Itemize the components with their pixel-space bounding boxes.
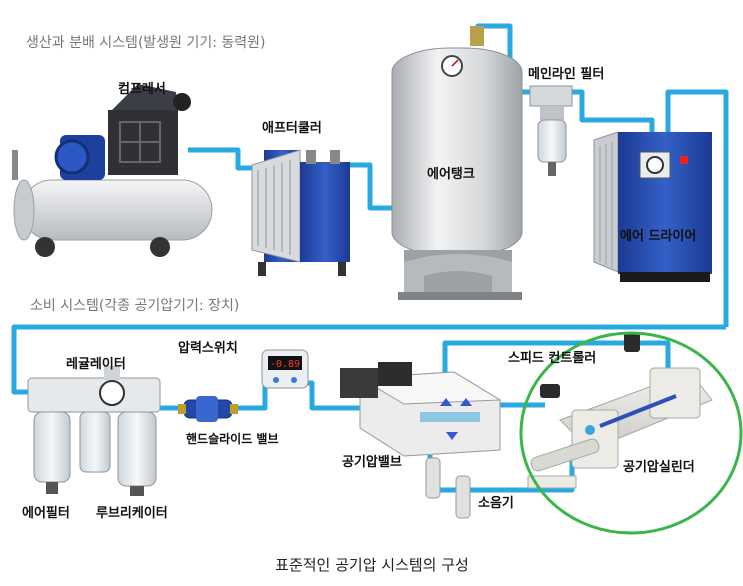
- frl-unit-illustration: [27, 366, 161, 496]
- pneumatic-valve-illustration: [340, 362, 502, 457]
- air-tank-illustration: [391, 26, 523, 300]
- cylinder-highlight-circle: [519, 331, 743, 535]
- label-speed-controller: 스피드 컨트롤러: [508, 350, 596, 366]
- pipe-compressor-to-aftercooler: [188, 147, 262, 171]
- section-label-production: 생산과 분배 시스템(발생원 기기: 동력원): [26, 35, 266, 51]
- silencer-illustration: [425, 457, 471, 519]
- label-pneumatic-cylinder: 공기압실린더: [623, 459, 695, 475]
- diagram-caption: 표준적인 공기압 시스템의 구성: [275, 556, 469, 574]
- label-aftercooler: 애프터쿨러: [262, 120, 322, 136]
- section-label-consumption: 소비 시스템(각종 공기압기기: 장치): [30, 298, 239, 314]
- label-silencer: 소음기: [478, 495, 514, 511]
- main-line-filter-illustration: [529, 85, 573, 176]
- pressure-switch-illustration: -0.89: [261, 349, 309, 389]
- pneumatic-cylinder-illustration: [527, 367, 713, 489]
- label-lubricator: 루브리케이터: [96, 505, 168, 521]
- speed-controller-illustration: [540, 332, 640, 398]
- air-dryer-illustration: [593, 131, 712, 282]
- compressor-illustration: [12, 84, 213, 257]
- label-regulator: 레귤레이터: [66, 356, 126, 372]
- label-air-filter: 에어필터: [22, 505, 70, 521]
- pipe-main-return: [11, 324, 726, 395]
- label-pneumatic-valve: 공기압밸브: [342, 455, 402, 470]
- label-air-tank: 에어탱크: [427, 166, 475, 182]
- label-air-dryer: 에어 드라이어: [620, 228, 696, 244]
- pipe-filter-to-dryer: [570, 89, 655, 138]
- label-hand-slide-valve: 핸드슬라이드 밸브: [186, 431, 279, 446]
- label-pressure-switch: 압력스위치: [178, 340, 238, 356]
- pressure-switch-display: -0.89: [270, 359, 300, 370]
- label-main-line-filter: 메인라인 필터: [528, 66, 604, 82]
- label-compressor: 컴프레서: [118, 82, 166, 97]
- aftercooler-illustration: [251, 149, 350, 276]
- pipe-dryer-outlet: [665, 89, 729, 327]
- pipe-aftercooler-to-tank: [340, 162, 392, 211]
- hand-slide-valve-illustration: [178, 396, 238, 422]
